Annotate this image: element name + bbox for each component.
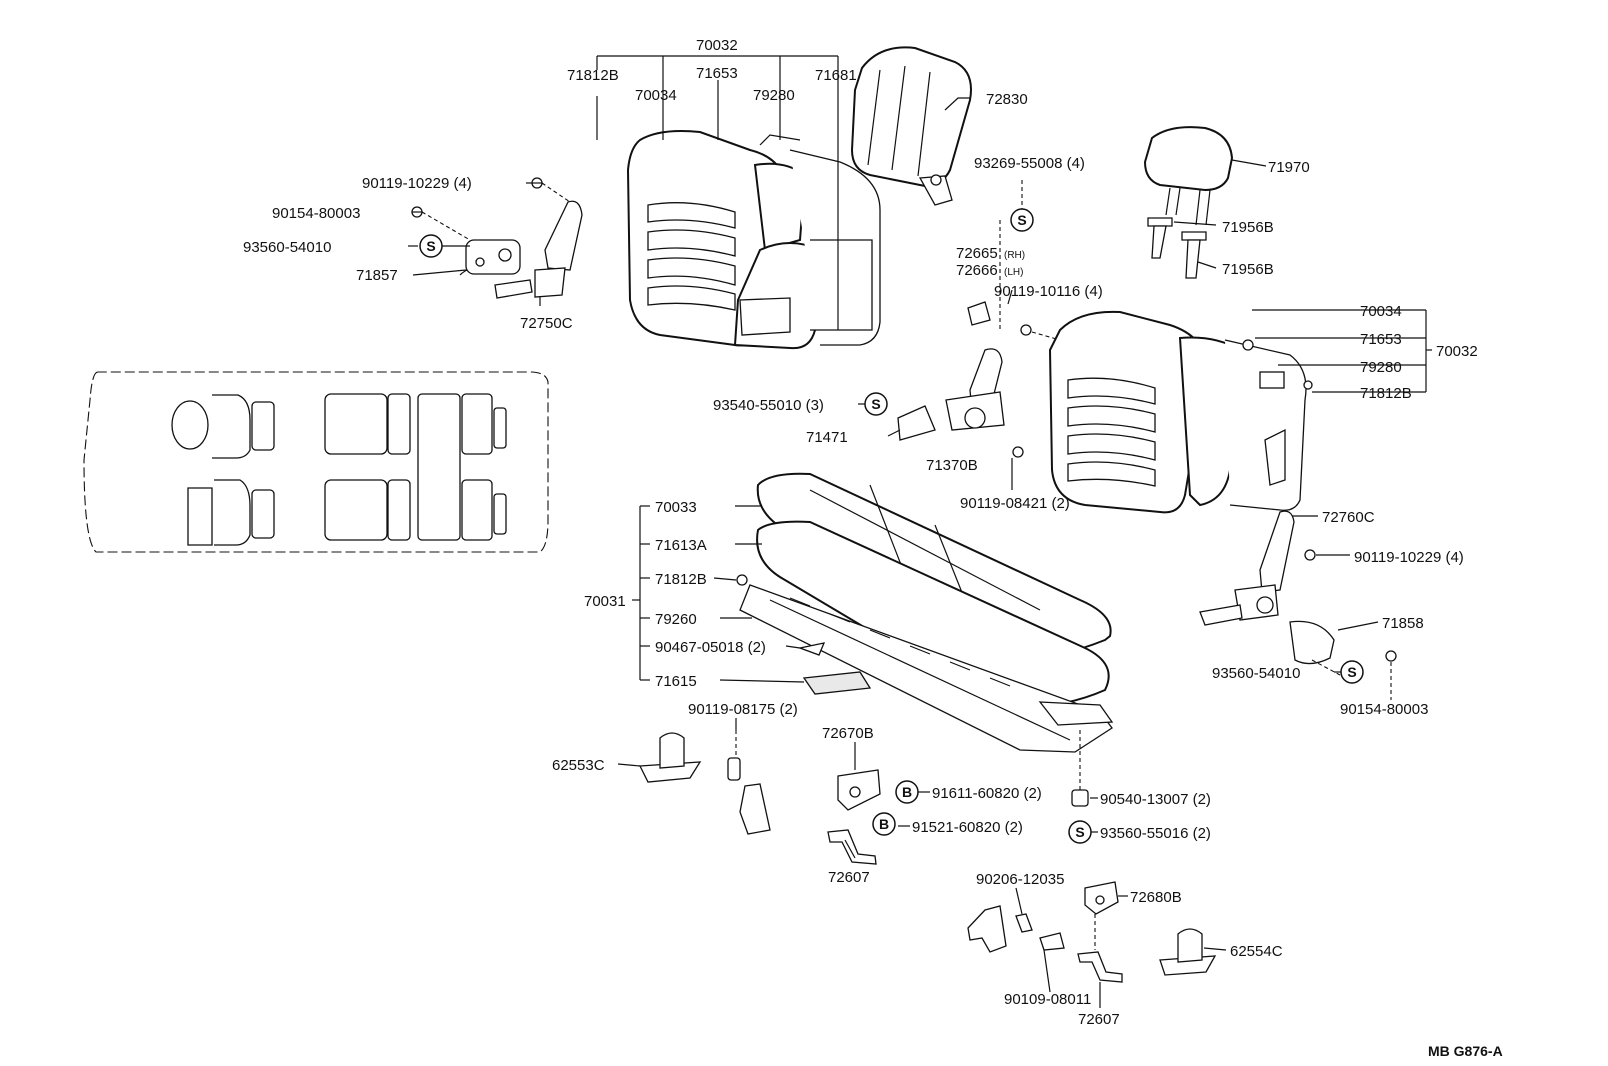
label-93560-55016: 93560-55016 (2) [1100,825,1211,842]
latch-72680B [1077,881,1123,983]
label-72607-right: 72607 [1078,1011,1120,1028]
label-70032-right: 70032 [1436,343,1478,360]
symbol-b-text: B [879,816,889,832]
label-70034-right: 70034 [1360,303,1402,320]
label-72665-rh: (RH) [1004,250,1025,261]
label-70033: 70033 [655,499,697,516]
label-90467-05018: 90467-05018 (2) [655,639,766,656]
label-72607-left: 72607 [828,869,870,886]
label-71970: 71970 [1268,159,1310,176]
label-71857: 71857 [356,267,398,284]
left-hinge-bracket [411,177,583,299]
symbol-b-text: B [902,784,912,800]
headrest-small-71970 [1143,126,1234,226]
seat-cushion-assembly [736,472,1114,753]
lower-hook-62553C [638,732,702,783]
front-seat-left-icon [171,394,275,459]
symbol-s-93269: S [1010,208,1034,232]
front-seat-right-icon [187,479,275,546]
label-90154-80003-right: 90154-80003 [1340,701,1428,718]
right-hinge-bracket [1199,510,1397,665]
center-hinge-bracket [945,220,1061,458]
bumper-90540 [1071,730,1089,807]
label-91611-60820: 91611-60820 (2) [932,785,1042,802]
label-71956B-lower: 71956B [1222,261,1274,278]
headrest-guide-lower [1181,231,1207,279]
label-90540-13007: 90540-13007 (2) [1100,791,1211,808]
label-90109-08011: 90109-08011 [1004,991,1091,1008]
bracket-cover-71471 [897,405,936,441]
middle-seat-left-icon [324,393,411,455]
seat-pad-71615 [802,671,872,695]
label-93560-54010-left: 93560-54010 [243,239,331,256]
label-70031: 70031 [584,593,626,610]
headrest-large-72830 [850,46,972,206]
label-72670B: 72670B [822,725,874,742]
label-79280-right: 79280 [1360,359,1402,376]
headrest-guide-upper [1147,217,1173,259]
label-93540-55010: 93540-55010 (3) [713,397,824,414]
label-70034-top: 70034 [635,87,677,104]
label-91521-60820: 91521-60820 (2) [912,819,1023,836]
label-72665: 72665 [956,245,998,262]
label-71653-top: 71653 [696,65,738,82]
label-71615: 71615 [655,673,697,690]
symbol-b-91521: B [872,812,896,836]
label-71956B-upper: 71956B [1222,219,1274,236]
label-79280-top: 79280 [753,87,795,104]
label-62554C: 62554C [1230,943,1283,960]
symbol-s-text: S [871,396,880,412]
symbol-s-93560-55016: S [1068,820,1092,844]
label-72680B: 72680B [1130,889,1182,906]
symbol-s-93560-left: S [419,234,443,258]
label-72750C: 72750C [520,315,573,332]
seatback-right-assembly [1048,310,1313,514]
label-93269-55008: 93269-55008 (4) [974,155,1085,172]
symbol-s-93560-right: S [1340,660,1364,684]
label-90119-10229-left: 90119-10229 (4) [362,175,472,192]
seatback-left-assembly [626,130,881,350]
label-72666-lh: (LH) [1004,267,1023,278]
label-72760C: 72760C [1322,509,1375,526]
label-71370B: 71370B [926,457,978,474]
middle-seat-right-icon [324,479,411,541]
part-number-labels: 70032 71812B 71653 71681 70034 79280 728… [243,37,1503,1059]
vehicle-seat-layout-inset [83,371,549,553]
label-90119-08421: 90119-08421 (2) [960,495,1070,512]
symbol-s-93540: S [864,392,888,416]
label-71613A: 71613A [655,537,707,554]
label-93560-54010-right: 93560-54010 [1212,665,1300,682]
symbol-s-text: S [1347,664,1356,680]
latch-72670B [827,769,881,865]
label-71812B-top: 71812B [567,67,619,84]
label-71812B-cushion: 71812B [655,571,707,588]
label-90119-10116: 90119-10116 (4) [994,283,1103,300]
label-72830: 72830 [986,91,1028,108]
symbol-s-text: S [1075,824,1084,840]
symbol-s-text: S [1017,212,1026,228]
label-71653-right: 71653 [1360,331,1402,348]
label-71812B-right: 71812B [1360,385,1412,402]
leader-lines [408,55,1432,1008]
symbol-s-text: S [426,238,435,254]
label-72666: 72666 [956,262,998,279]
label-62553C: 62553C [552,757,605,774]
drawing-code: MB G876-A [1428,1043,1503,1059]
label-90206-12035: 90206-12035 [976,871,1064,888]
label-79260: 79260 [655,611,697,628]
symbol-b-91611: B [895,780,919,804]
lower-bracket-right [967,905,1065,953]
rear-bench-icon [417,393,507,541]
label-90119-10229-right: 90119-10229 (4) [1354,549,1464,566]
lower-bracket-left [727,730,771,835]
lower-hook-62554C [1159,928,1217,976]
label-71471: 71471 [806,429,848,446]
label-71681-top: 71681 [815,67,857,84]
label-90154-80003-left: 90154-80003 [272,205,360,222]
label-70032-top: 70032 [696,37,738,54]
label-71858: 71858 [1382,615,1424,632]
label-90119-08175: 90119-08175 (2) [688,701,798,718]
